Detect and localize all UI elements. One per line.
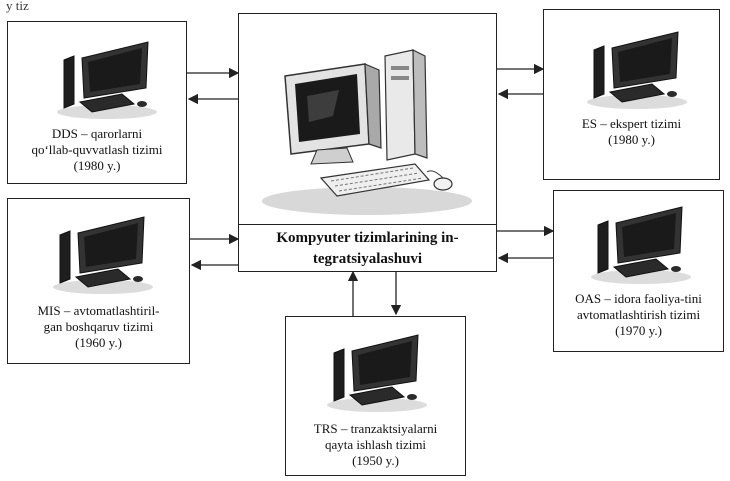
computer-icon (262, 49, 472, 215)
es-label-line1: ES – ekspert tizimi (581, 116, 682, 131)
es-label-line2: (1980 y.) (608, 132, 655, 147)
computer-icon (57, 41, 157, 119)
oas-label-line2: avtomatlashtirish tizimi (576, 307, 701, 322)
computer-icon (587, 31, 687, 109)
center-box: Kompyuter tizimlarining in- tegratsiyala… (238, 13, 497, 272)
es-box: ES – ekspert tizimi (1980 y.) (543, 9, 720, 180)
mis-label-line1: MIS – avtomatlashtiril- (37, 303, 160, 318)
dds-box: DDS – qarorlarni qo‘llab-quvvatlash tizi… (7, 21, 187, 184)
oas-label-line3: (1970 y.) (615, 323, 662, 338)
dds-label-line2: qo‘llab-quvvatlash tizimi (31, 142, 163, 157)
mis-label-line2: gan boshqaruv tizimi (43, 319, 154, 334)
top-text-fragment: y tiz (6, 0, 29, 13)
computer-icon (591, 206, 691, 284)
center-title-box: Kompyuter tizimlarining in- tegratsiyala… (238, 224, 497, 274)
dds-label-line3: (1980 y.) (73, 158, 121, 173)
mis-label-line3: (1960 y.) (75, 335, 122, 350)
mis-box: MIS – avtomatlashtiril- gan boshqaruv ti… (7, 198, 190, 364)
trs-label-line1: TRS – tranzaktsiyalarni (313, 421, 438, 436)
center-title-line2: tegratsiyalashuvi (312, 251, 423, 267)
computer-icon (327, 334, 427, 412)
computer-icon (53, 216, 153, 294)
trs-label-line2: qayta ishlash tizimi (324, 437, 427, 452)
dds-label-line1: DDS – qarorlarni (51, 126, 143, 141)
oas-box: OAS – idora faoliya-tini avtomatlashtiri… (553, 190, 724, 352)
trs-box: TRS – tranzaktsiyalarni qayta ishlash ti… (285, 316, 466, 476)
trs-label-line3: (1950 y.) (352, 453, 399, 468)
oas-label-line1: OAS – idora faoliya-tini (575, 291, 702, 306)
center-title-line1: Kompyuter tizimlarining in- (276, 230, 459, 246)
